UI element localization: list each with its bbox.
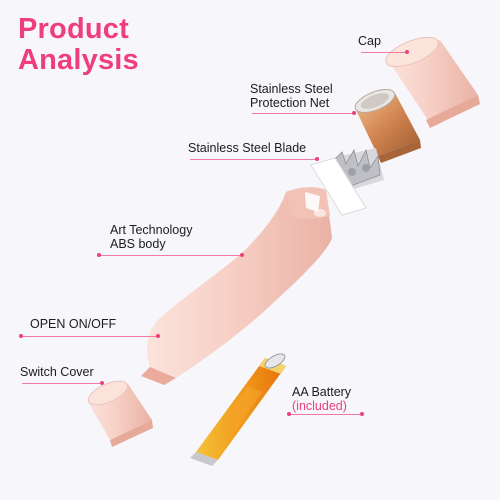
leader-line-switch-cover [22,383,100,384]
cap-part [385,36,480,128]
aa-battery-part [190,353,286,466]
leader-line-cap [361,52,405,53]
leader-dot-cap [405,50,409,54]
abs-body-part [141,187,332,385]
leader-dot-open-left [19,334,23,338]
blade-part [310,148,384,216]
label-battery-line2: (included) [292,399,347,413]
leader-line-open [22,336,156,337]
label-body-line2: ABS body [110,237,166,251]
leader-dot-open-right [156,334,160,338]
leader-dot-net [352,111,356,115]
switch-cover-part [87,380,153,447]
protection-net-part [354,89,421,163]
leader-dot-battery-right [360,412,364,416]
label-open-switch: OPEN ON/OFF [30,317,117,331]
leader-dot-switch-cover [100,381,104,385]
leader-line-blade [190,159,315,160]
leader-dot-body-right [240,253,244,257]
label-switch-cover: Switch Cover [20,365,94,379]
label-protection-net-line2: Protection Net [250,96,330,110]
leader-dot-blade [315,157,319,161]
page-title: Product Analysis [18,14,139,76]
label-protection-net-line1: Stainless Steel [250,82,333,96]
label-cap: Cap [358,34,381,48]
title-line-1: Product [18,13,129,45]
label-protection-net: Stainless Steel Protection Net [250,82,333,110]
leader-line-net [252,113,352,114]
label-body: Art Technology ABS body [110,223,192,251]
label-battery: AA Battery (included) [292,385,351,413]
leader-line-battery [290,414,360,415]
leader-dot-battery-left [287,412,291,416]
title-line-2: Analysis [18,44,139,76]
label-blade: Stainless Steel Blade [188,141,307,155]
leader-line-body [100,255,240,256]
label-body-line1: Art Technology [110,223,193,237]
leader-dot-body-left [97,253,101,257]
label-battery-line1: AA Battery [292,385,352,399]
